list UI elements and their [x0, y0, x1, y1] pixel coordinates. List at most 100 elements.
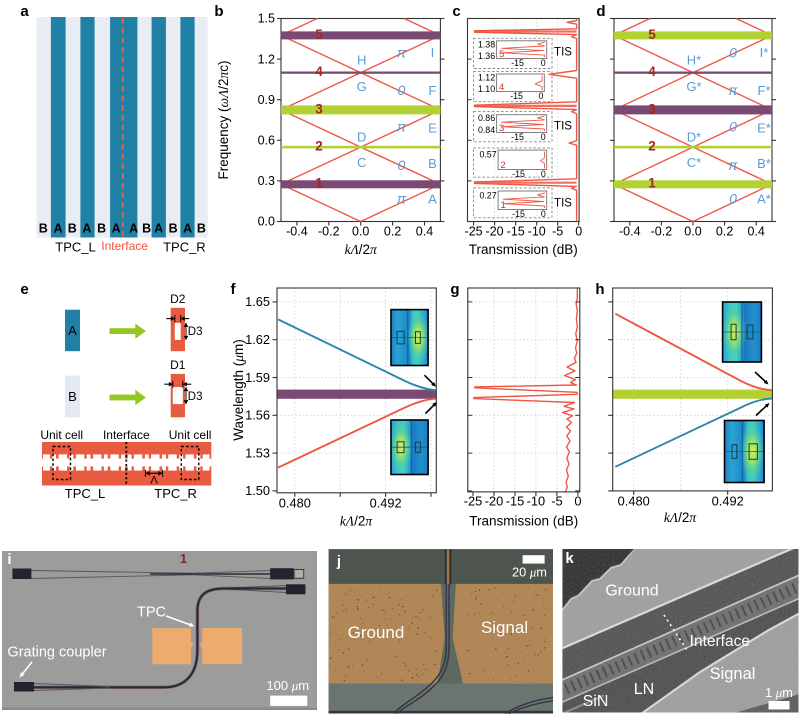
svg-text:0.480: 0.480 — [279, 496, 311, 511]
svg-text:0: 0 — [575, 225, 582, 239]
svg-text:π: π — [397, 45, 407, 61]
svg-text:A: A — [154, 222, 163, 236]
svg-text:SiN: SiN — [583, 693, 609, 710]
svg-text:1.53: 1.53 — [245, 445, 270, 460]
svg-text:0.84: 0.84 — [478, 125, 495, 135]
svg-text:2: 2 — [648, 139, 656, 154]
svg-text:I*: I* — [760, 45, 769, 60]
svg-text:2: 2 — [500, 160, 505, 171]
svg-text:3: 3 — [648, 101, 656, 116]
svg-text:B: B — [97, 222, 106, 236]
svg-text:0.480: 0.480 — [618, 494, 650, 509]
svg-text:-10: -10 — [528, 225, 546, 239]
svg-text:Unit cell: Unit cell — [40, 428, 83, 442]
svg-text:Signal: Signal — [710, 665, 756, 683]
svg-text:TIS: TIS — [554, 198, 572, 210]
svg-text:-25: -25 — [465, 225, 483, 239]
svg-text:Frequency (ωΛ/2πc): Frequency (ωΛ/2πc) — [216, 61, 231, 180]
svg-text:0.27: 0.27 — [479, 191, 496, 201]
svg-text:0: 0 — [541, 58, 546, 68]
svg-text:-0.2: -0.2 — [651, 225, 673, 239]
svg-text:A: A — [68, 323, 77, 338]
svg-text:k: k — [565, 550, 574, 567]
svg-text:Ground: Ground — [605, 583, 658, 600]
svg-text:0.492: 0.492 — [370, 496, 402, 511]
svg-text:0.2: 0.2 — [384, 225, 401, 239]
svg-text:1: 1 — [315, 176, 323, 191]
svg-text:B: B — [39, 222, 48, 236]
svg-text:0.4: 0.4 — [416, 225, 433, 239]
svg-text:0.57: 0.57 — [479, 150, 496, 160]
svg-text:π: π — [397, 191, 407, 207]
svg-text:π: π — [728, 157, 738, 173]
svg-text:G: G — [357, 79, 367, 94]
svg-text:20 μm: 20 μm — [512, 565, 547, 580]
svg-text:0: 0 — [398, 157, 406, 173]
svg-text:Interface: Interface — [690, 633, 750, 650]
svg-text:-20: -20 — [485, 494, 504, 509]
svg-text:1.12: 1.12 — [478, 73, 495, 83]
svg-text:C: C — [357, 155, 366, 170]
svg-text:1.59: 1.59 — [245, 370, 270, 385]
svg-text:0: 0 — [541, 209, 546, 219]
svg-text:kΛ/2π: kΛ/2π — [345, 242, 378, 257]
svg-text:D3: D3 — [188, 391, 203, 403]
svg-text:Interface: Interface — [103, 428, 150, 442]
svg-text:C*: C* — [687, 155, 701, 170]
svg-text:e: e — [20, 281, 28, 298]
svg-text:-15: -15 — [512, 169, 525, 179]
svg-text:1.38: 1.38 — [478, 39, 495, 49]
svg-text:E*: E* — [757, 121, 771, 136]
svg-text:B: B — [68, 222, 77, 236]
svg-text:D1: D1 — [170, 358, 186, 372]
svg-text:1.5: 1.5 — [258, 12, 275, 26]
svg-text:1.36: 1.36 — [478, 51, 495, 61]
svg-text:TIS: TIS — [554, 47, 572, 59]
svg-text:A: A — [428, 192, 437, 207]
svg-text:3: 3 — [315, 101, 323, 116]
svg-text:TIS: TIS — [554, 121, 572, 133]
svg-text:0: 0 — [729, 119, 737, 135]
svg-text:Λ: Λ — [150, 475, 158, 487]
svg-text:LN: LN — [634, 681, 654, 698]
svg-text:-5: -5 — [552, 225, 563, 239]
svg-text:kΛ/2π: kΛ/2π — [340, 514, 373, 529]
svg-text:A: A — [54, 222, 63, 236]
svg-text:F: F — [428, 83, 436, 98]
svg-text:Signal: Signal — [481, 618, 528, 637]
svg-text:0.492: 0.492 — [712, 494, 744, 509]
svg-text:A*: A* — [757, 192, 771, 207]
svg-text:-25: -25 — [464, 494, 483, 509]
svg-text:0.0: 0.0 — [352, 225, 369, 239]
svg-text:a: a — [20, 3, 29, 20]
svg-text:G*: G* — [686, 79, 701, 94]
svg-text:-15: -15 — [506, 494, 525, 509]
svg-text:-0.4: -0.4 — [286, 225, 308, 239]
svg-text:D2: D2 — [170, 292, 186, 306]
svg-text:B: B — [169, 222, 178, 236]
svg-text:1.56: 1.56 — [245, 408, 270, 423]
svg-text:4: 4 — [315, 64, 323, 79]
svg-text:D: D — [357, 130, 366, 145]
svg-text:F*: F* — [758, 83, 771, 98]
svg-text:Wavelength (μm): Wavelength (μm) — [231, 339, 246, 441]
svg-text:0: 0 — [729, 191, 737, 207]
svg-text:-15: -15 — [511, 58, 524, 68]
svg-text:TPC_R: TPC_R — [163, 240, 206, 255]
svg-text:0.6: 0.6 — [258, 134, 275, 148]
svg-text:1.2: 1.2 — [258, 52, 275, 66]
svg-text:Ground: Ground — [348, 623, 405, 642]
svg-text:1: 1 — [180, 551, 187, 566]
svg-text:1 μm: 1 μm — [765, 685, 793, 700]
svg-text:j: j — [336, 553, 341, 570]
svg-text:A: A — [82, 222, 91, 236]
svg-text:-10: -10 — [527, 494, 546, 509]
svg-text:E: E — [428, 121, 437, 136]
svg-text:5: 5 — [648, 27, 656, 42]
svg-text:0: 0 — [574, 494, 581, 509]
svg-text:0.86: 0.86 — [478, 113, 495, 123]
svg-text:D3: D3 — [188, 326, 203, 338]
svg-text:kΛ/2π: kΛ/2π — [664, 510, 697, 525]
svg-text:π: π — [397, 119, 407, 135]
svg-text:-5: -5 — [551, 494, 562, 509]
